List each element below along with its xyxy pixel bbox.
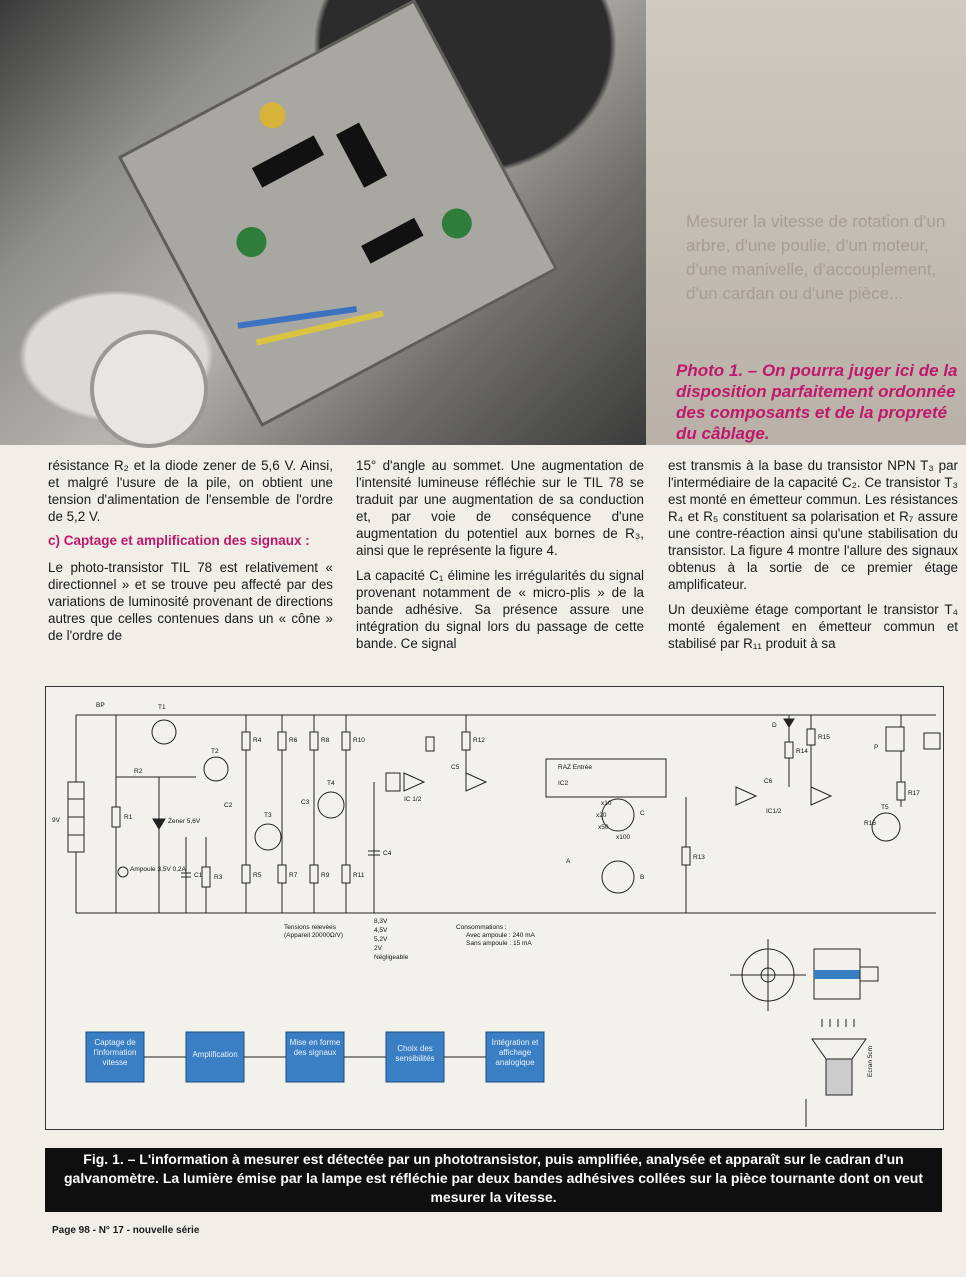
r5-label: R5 (253, 872, 262, 879)
r7-label: R7 (289, 872, 298, 879)
voltage-1: 8,3V (374, 918, 388, 925)
a-label: A (566, 858, 571, 865)
block-amplification: Amplification (192, 1050, 238, 1059)
r9-label: R9 (321, 872, 330, 879)
conso-title: Consommations : (456, 924, 507, 931)
paragraph: est transmis à la base du transistor NPN… (668, 458, 958, 592)
ic12b-label: IC1/2 (766, 808, 782, 815)
battery-label: 9V (52, 817, 61, 824)
block-mise-en-forme: Mise en forme des signaux (289, 1038, 341, 1057)
c5-label: C5 (451, 764, 460, 771)
paragraph: Le photo-transistor TIL 78 est relativem… (48, 560, 333, 643)
r10-label: R10 (353, 737, 365, 744)
r1-label: R1 (124, 814, 133, 821)
voltage-2: 4,5V (374, 927, 388, 934)
c3-label: C3 (301, 799, 310, 806)
x10-label: x10 (601, 800, 612, 807)
t1-label: T1 (158, 704, 166, 711)
paragraph: 15° d'angle au sommet. Une augmentation … (356, 458, 644, 558)
r2-label: R2 (134, 768, 143, 775)
c-label: C (640, 810, 645, 817)
block-diagram: Captage de l'information vitesse Amplifi… (85, 1031, 545, 1083)
p-label: P (874, 744, 878, 751)
paragraph: résistance R₂ et la diode zener de 5,6 V… (48, 458, 333, 524)
r13-label: R13 (693, 854, 705, 861)
zener-label: Zener 5,6V (168, 818, 201, 825)
raz-label: RAZ Entrée (558, 764, 592, 771)
voltage-5: Négligeable (374, 954, 409, 961)
r12-label: R12 (473, 737, 485, 744)
t5-label: T5 (881, 804, 889, 811)
paragraph: La capacité C₁ élimine les irrégularités… (356, 568, 644, 651)
c6-label: C6 (764, 778, 773, 785)
voltage-3: 5,2V (374, 936, 388, 943)
tensions-sub: (Appareil 20000Ω/V) (284, 932, 343, 939)
figure-caption: Fig. 1. – L'information à mesurer est dé… (45, 1148, 942, 1212)
r6-label: R6 (289, 737, 298, 744)
ic12a-label: IC 1/2 (404, 796, 422, 803)
lamp-label: Ampoule 3,5V 0,2A (130, 866, 187, 873)
block-captage: Captage de l'information vitesse (93, 1038, 137, 1067)
circuit-diagram: 9V BP T1 T2 R1 R2 Zener 5,6V Ampoule 3,5… (52, 702, 941, 1127)
circuit-photo (0, 0, 646, 448)
r15-label: R15 (818, 734, 830, 741)
schematic-figure: 9V BP T1 T2 R1 R2 Zener 5,6V Ampoule 3,5… (45, 686, 944, 1130)
x20-label: x20 (596, 812, 607, 819)
t3-label: T3 (264, 812, 272, 819)
mechanical-drawing: Ecran 5cm (730, 939, 879, 1127)
conso-avec: Avec ampoule : 240 mA (466, 932, 536, 939)
r3-label: R3 (214, 874, 223, 881)
r14-label: R14 (796, 748, 808, 755)
r16-label: R16 (864, 820, 876, 827)
photo-caption: Photo 1. – On pourra juger ici de la dis… (676, 361, 958, 443)
tensions-title: Tensions relevées (284, 924, 337, 931)
paragraph: Un deuxième étage comportant le transist… (668, 602, 958, 651)
voltage-4: 2V (374, 945, 383, 952)
text-column-1: résistance R₂ et la diode zener de 5,6 V… (48, 457, 333, 652)
bp-label: BP (96, 702, 105, 709)
r11-label: R11 (353, 872, 365, 879)
c1-label: C1 (194, 872, 203, 879)
side-panel: Mesurer la vitesse de rotation d'un arbr… (646, 0, 966, 445)
x50-label: x50 (598, 824, 609, 831)
r17-label: R17 (908, 790, 920, 797)
text-column-2: 15° d'angle au sommet. Une augmentation … (356, 457, 644, 660)
b-label: B (640, 874, 644, 881)
t4-label: T4 (327, 780, 335, 787)
x100-label: x100 (616, 834, 630, 841)
conso-sans: Sans ampoule : 15 mA (466, 940, 532, 947)
t2-label: T2 (211, 748, 219, 755)
block-integration: Intégration et affichage analogique (491, 1038, 539, 1067)
ecran-label: Ecran 5cm (867, 1046, 874, 1077)
r4-label: R4 (253, 737, 262, 744)
ic2-label: IC2 (558, 780, 569, 787)
page-footer: Page 98 - N° 17 - nouvelle série (52, 1225, 200, 1236)
c4-label: C4 (383, 850, 392, 857)
c2-label: C2 (224, 802, 233, 809)
block-choix: Choix des sensibilités (395, 1044, 435, 1063)
section-heading: c) Captage et amplification des signaux … (48, 533, 310, 548)
d-label: D (772, 722, 777, 729)
r8-label: R8 (321, 737, 330, 744)
text-column-3: est transmis à la base du transistor NPN… (668, 457, 958, 660)
